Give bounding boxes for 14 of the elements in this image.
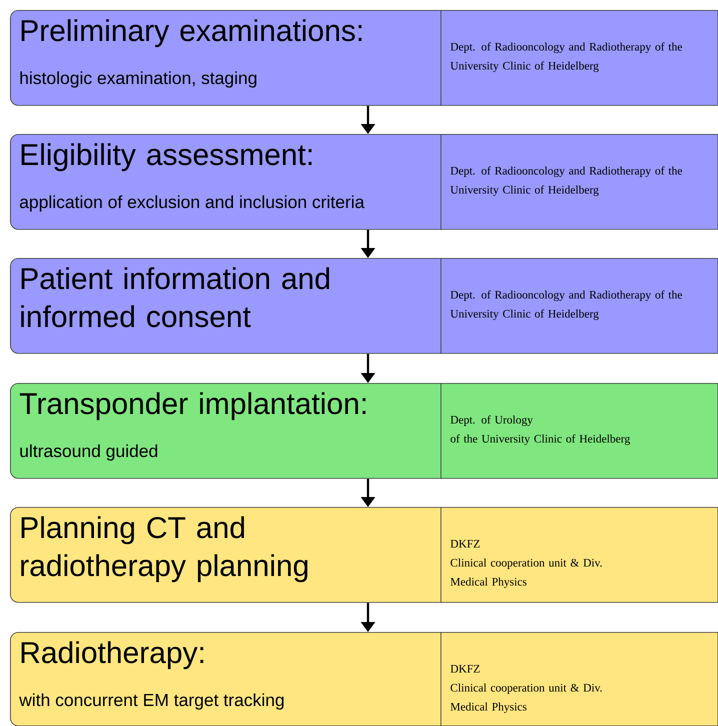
step-box: Preliminary examinations: histologic examination, staging: [10, 10, 449, 106]
node-label: with concurrent EM target tracking: [19, 693, 284, 710]
department-box: Dept. of Radiooncology and Radiotherapy of the University Clinic of Heidelberg: [440, 10, 718, 106]
department-box: DKFZ Clinical cooperation unit & Div. Medical Physics: [440, 507, 718, 603]
step-box: Patient information and informed consent: [10, 258, 449, 354]
department-box: Dept. of Urology of the University Clinic of Heidelberg: [440, 383, 718, 479]
department-box: Dept. of Radiooncology and Radiotherapy of the University Clinic of Heidelberg: [440, 258, 718, 354]
step-box: Planning CT and radiotherapy planning: [10, 507, 449, 603]
department-box: Dept. of Radiooncology and Radiotherapy of the University Clinic of Heidelberg: [440, 134, 718, 230]
department-box: DKFZ Clinical cooperation unit & Div. Medical Physics: [440, 632, 718, 726]
step-box: Eligibility assessment: application of exclusion and inclusion criteria: [10, 134, 449, 230]
step-box: Transponder implantation: ultrasound guided: [10, 383, 449, 479]
node-label: Radiotherapy:: [22, 641, 204, 670]
step-box: Radiotherapy: with concurrent EM target tracking: [10, 632, 449, 726]
